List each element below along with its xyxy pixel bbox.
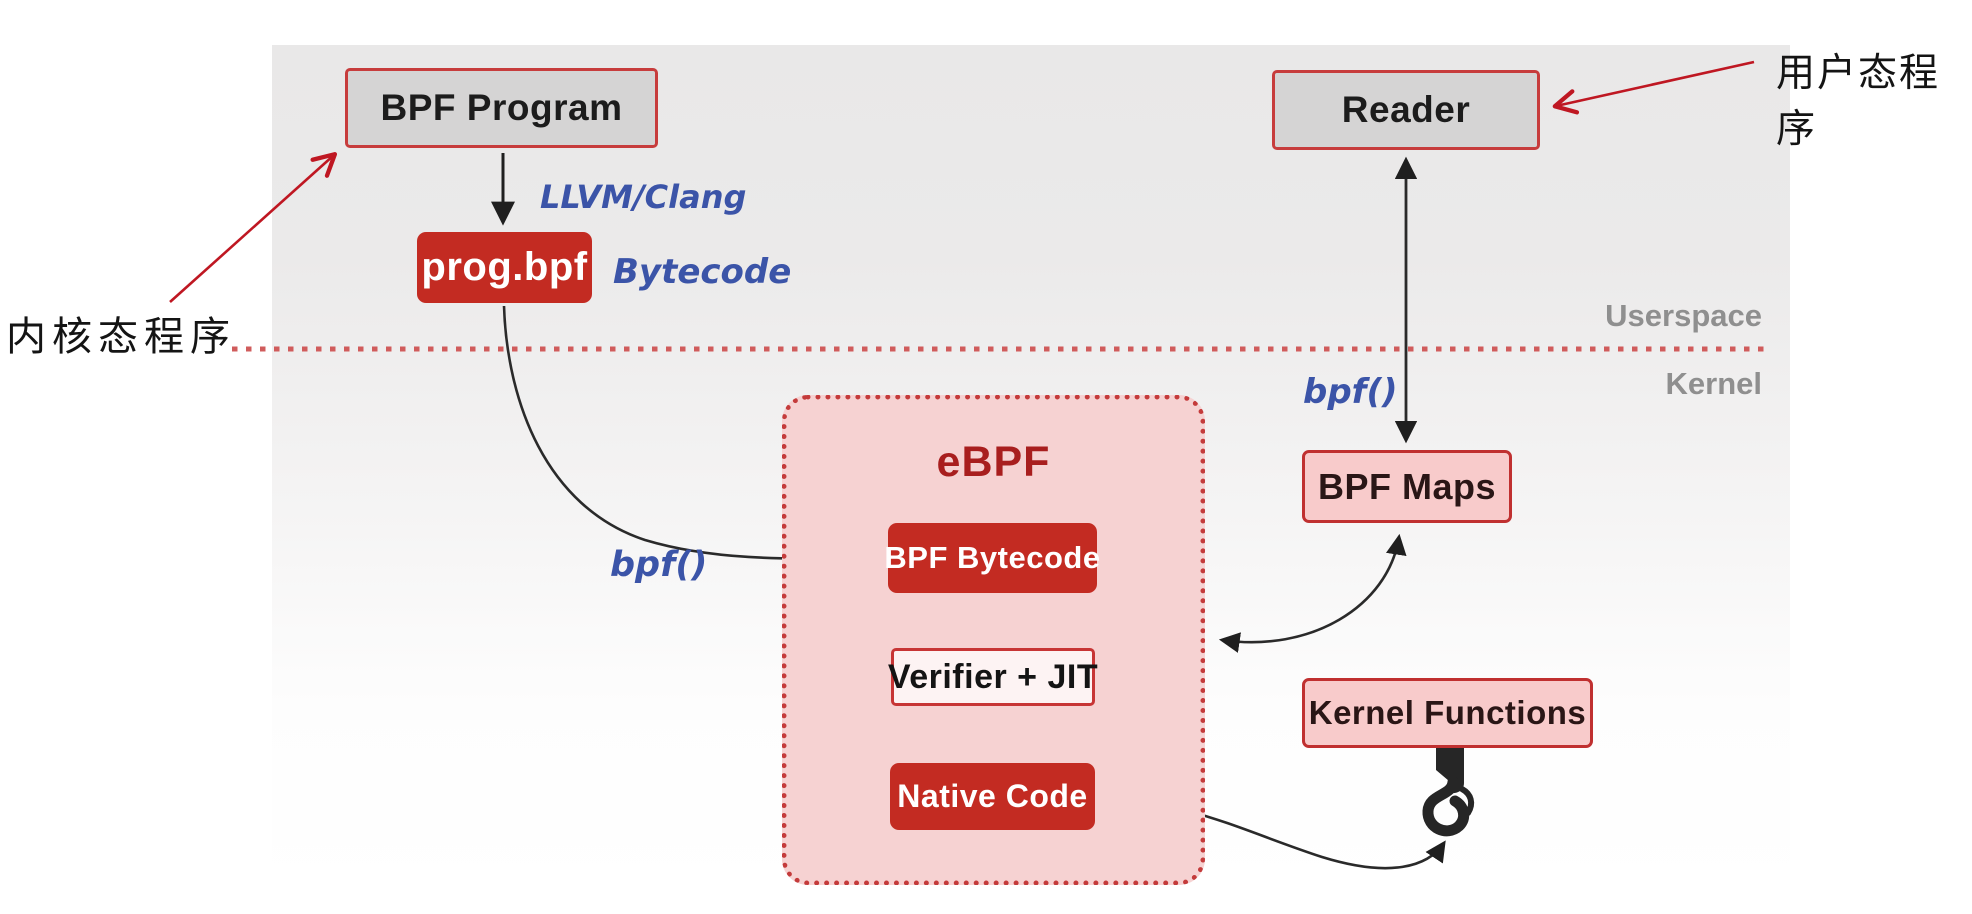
arrow-kernel-program-annotation: [169, 152, 338, 303]
node-bpf-maps: BPF Maps: [1302, 450, 1512, 523]
hook-icon: [1422, 748, 1475, 837]
node-prog-bpf-label: prog.bpf: [421, 245, 588, 289]
node-kernel-functions: Kernel Functions: [1302, 678, 1593, 748]
edge-label-bpf-call-left: bpf(): [610, 545, 708, 585]
arrow-user-program-annotation: [1552, 60, 1755, 115]
node-verifier-jit: Verifier + JIT: [887, 648, 1099, 706]
node-reader-label: Reader: [1341, 89, 1471, 130]
node-reader: Reader: [1272, 70, 1540, 150]
edge-label-bytecode: Bytecode: [613, 252, 792, 292]
node-verifier-jit-label: Verifier + JIT: [887, 657, 1099, 696]
edge-label-bpf-call-right: bpf(): [1303, 372, 1398, 412]
node-bpf-program: BPF Program: [345, 68, 658, 148]
node-prog-bpf: prog.bpf: [417, 232, 592, 303]
annotation-kernel-program: 内核态程序: [6, 314, 236, 360]
node-native-code-label: Native Code: [897, 778, 1088, 814]
edge-label-llvm-clang: LLVM/Clang: [540, 178, 747, 216]
node-native-code: Native Code: [890, 763, 1095, 830]
zone-label-kernel: Kernel: [1665, 366, 1762, 401]
node-bpf-bytecode-label: BPF Bytecode: [884, 540, 1101, 575]
ebpf-container-title: eBPF: [936, 438, 1051, 486]
zone-label-userspace: Userspace: [1605, 298, 1762, 333]
node-bpf-program-label: BPF Program: [380, 87, 623, 128]
node-bpf-maps-label: BPF Maps: [1317, 465, 1497, 507]
arrow-ebpf-bpfmaps: [1218, 533, 1407, 653]
node-bpf-bytecode: BPF Bytecode: [884, 523, 1100, 593]
node-kernel-functions-label: Kernel Functions: [1308, 694, 1587, 731]
annotation-user-program: 用户态程序: [1776, 51, 1941, 152]
